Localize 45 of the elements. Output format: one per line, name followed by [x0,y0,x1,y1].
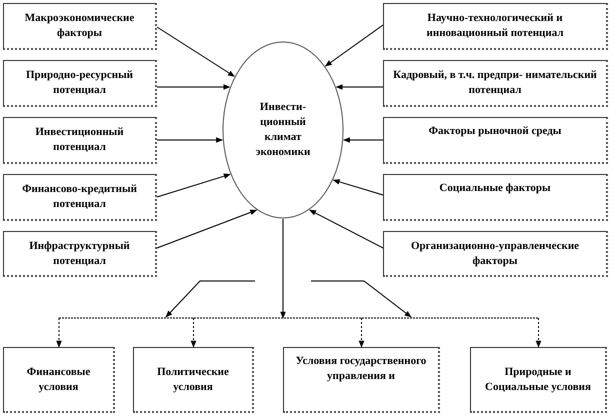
arrow [358,318,364,348]
factor-box [3,60,157,107]
center-ellipse [222,41,344,219]
factor-box [470,347,607,413]
box-label: Инфраструктурный потенциал [28,238,131,268]
box-label: Кадровый, в т.ч. предпри- нимательский потенциал [392,68,598,98]
arrow [536,318,542,348]
arrow [156,26,235,77]
arrow [156,137,224,143]
box-label: Научно-технологический и инновационный потенциал [426,11,564,41]
box-label: Факторы рыночной среды [428,124,562,139]
arrow [190,318,196,348]
box-label: Природно-ресурсный потенциал [24,68,134,98]
box-label: Организационно-управленческие факторы [410,238,580,268]
box-label: Инвести- ционный климат экономики [254,100,312,160]
box-label: Условия государственного управления и [294,354,428,384]
arrow [156,84,230,90]
box-label: Финансовые условия [26,364,92,394]
arrow [309,210,384,248]
factor-box [3,3,157,50]
arrow [156,210,258,248]
factor-box [383,60,608,107]
factor-box [383,117,608,164]
factor-box [3,231,157,277]
factor-box [383,3,608,50]
factor-box [383,231,608,277]
trunk-line [58,218,539,319]
factor-box [3,347,115,413]
factor-box [3,174,157,221]
arrow [324,24,384,67]
arrow [332,179,384,196]
factor-box [383,174,608,221]
box-label: Макроэкономические факторы [24,11,136,41]
box-label: Финансово-кредитный потенциал [21,182,138,212]
box-label: Политические условия [156,364,230,394]
arrow [336,84,384,90]
box-label: Природные и Социальные условия [484,364,592,394]
box-label: Инвестиционный потенциал [34,125,125,155]
arrow [342,137,384,143]
factor-box [133,347,254,413]
arrow [56,318,62,348]
factor-box [283,347,440,413]
box-label: Социальные факторы [439,181,551,196]
arrow [156,173,231,198]
factor-box [3,117,157,164]
